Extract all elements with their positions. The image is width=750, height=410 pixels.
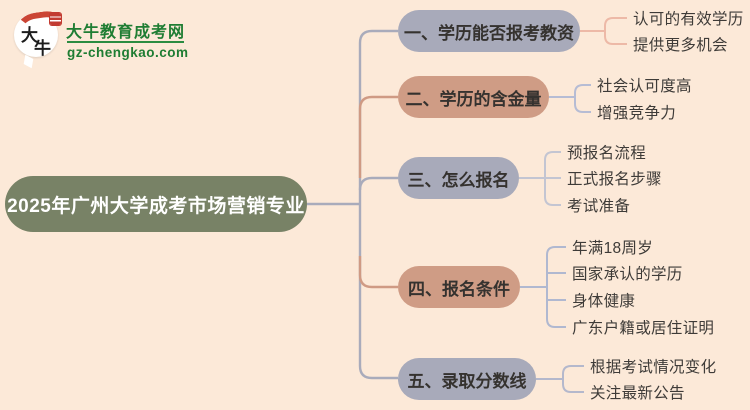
branch-node-5: 五、录取分数线	[398, 358, 536, 400]
logo-speech-bubble: 大 牛	[14, 8, 67, 69]
leaf-item: 提供更多机会	[633, 37, 728, 54]
bracket-branch-4	[520, 246, 566, 328]
leaf-item: 根据考试情况变化	[590, 359, 717, 376]
bracket-branch-1	[580, 17, 627, 45]
leaf-item: 国家承认的学历	[572, 266, 683, 283]
site-logo: 大 牛 大牛教育成考网 gz-chengkao.com	[12, 8, 222, 69]
branch-node-3: 三、怎么报名	[398, 157, 519, 199]
logo-title: 大牛教育成考网	[66, 24, 186, 41]
logo-character-niu: 牛	[34, 39, 51, 59]
branch-node-1: 一、学历能否报考教资	[398, 10, 580, 52]
trunk-salmon	[358, 95, 398, 289]
leaf-item: 关注最新公告	[590, 385, 685, 402]
branch-node-4: 四、报名条件	[398, 266, 520, 308]
leaf-item: 增强竞争力	[597, 105, 677, 122]
logo-domain: gz-chengkao.com	[67, 45, 189, 60]
leaf-item: 社会认可度高	[597, 78, 692, 95]
bracket-branch-2	[549, 84, 591, 113]
trunk-gray	[307, 29, 398, 380]
branch-node-2: 二、学历的含金量	[398, 76, 549, 118]
logo-character-da: 大	[21, 26, 38, 46]
bracket-branch-3	[519, 151, 561, 206]
leaf-item: 认可的有效学历	[633, 11, 744, 28]
root-node: 2025年广州大学成考市场营销专业	[5, 176, 307, 232]
logo-divider	[67, 41, 184, 43]
leaf-item: 身体健康	[572, 293, 636, 310]
leaf-item: 预报名流程	[567, 145, 647, 162]
leaf-item: 年满18周岁	[572, 240, 654, 257]
leaf-item: 正式报名步骤	[567, 171, 662, 188]
bracket-branch-5	[536, 365, 584, 393]
leaf-item: 考试准备	[567, 198, 631, 215]
leaf-item: 广东户籍或居住证明	[572, 320, 715, 337]
red-seal-icon	[50, 13, 61, 25]
